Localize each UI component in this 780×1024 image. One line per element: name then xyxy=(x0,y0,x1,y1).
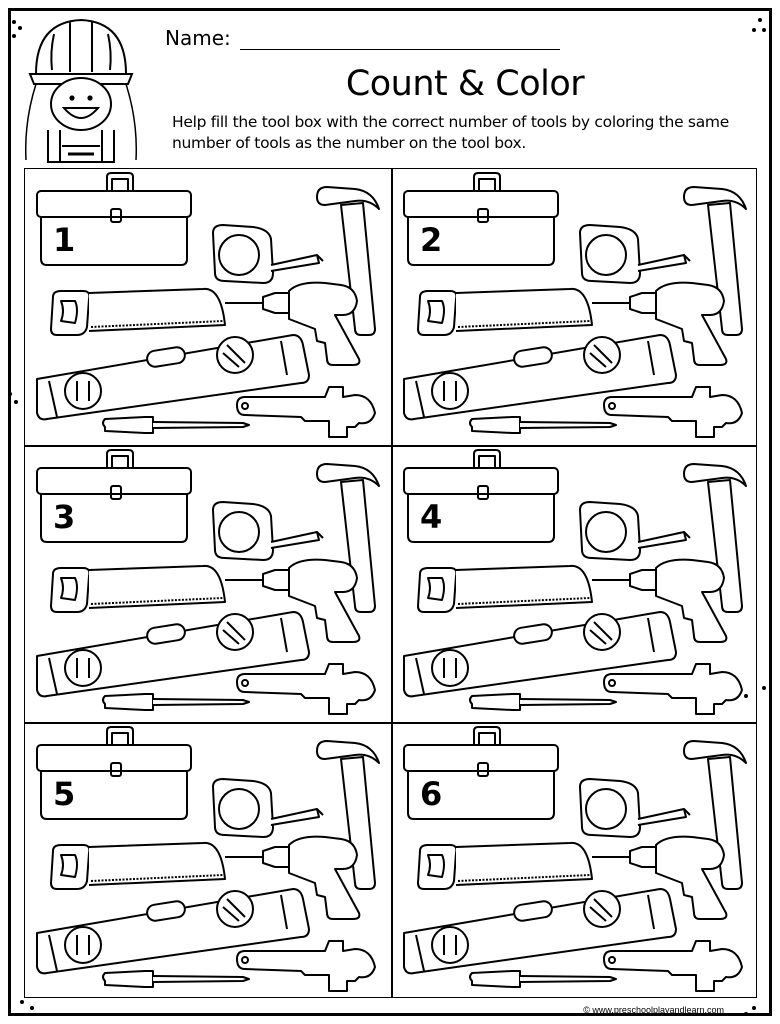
screwdriver-icon[interactable] xyxy=(469,416,617,434)
grid-divider xyxy=(391,169,393,997)
pipe-wrench-icon[interactable] xyxy=(236,940,376,992)
pipe-wrench-icon[interactable] xyxy=(236,663,376,715)
pipe-wrench-icon[interactable] xyxy=(603,940,743,992)
spirit-level-icon[interactable] xyxy=(36,888,310,975)
spirit-level-icon[interactable] xyxy=(36,611,310,698)
instructions: Help fill the tool box with the correct … xyxy=(172,113,729,152)
decor-dot xyxy=(762,28,766,32)
decor-dot xyxy=(14,400,18,404)
worksheet-grid: 1 2 3 4 5 6 xyxy=(24,168,757,998)
name-label: Name: xyxy=(165,26,231,50)
toolbox-icon xyxy=(36,726,192,820)
decor-dot xyxy=(12,34,16,38)
toolbox-number: 4 xyxy=(420,498,443,536)
decor-dot xyxy=(758,18,762,22)
hammer-icon[interactable] xyxy=(683,740,747,890)
tape-measure-icon[interactable] xyxy=(212,224,324,284)
spirit-level-icon[interactable] xyxy=(403,611,677,698)
screwdriver-icon[interactable] xyxy=(469,970,617,988)
pipe-wrench-icon[interactable] xyxy=(603,386,743,438)
copyright-footer: © www.preschoolplayandlearn.com xyxy=(583,1005,724,1015)
decor-dot xyxy=(744,1012,748,1016)
drill-icon[interactable] xyxy=(225,558,361,643)
count-cell-1: 1 xyxy=(25,169,391,445)
name-field[interactable] xyxy=(240,49,560,50)
hacksaw-icon[interactable] xyxy=(417,287,593,336)
hammer-icon[interactable] xyxy=(683,463,747,613)
screwdriver-icon[interactable] xyxy=(469,693,617,711)
decor-dot xyxy=(762,686,766,690)
tape-measure-icon[interactable] xyxy=(212,778,324,838)
grid-divider xyxy=(25,722,756,724)
decor-dot xyxy=(744,694,748,698)
tape-measure-icon[interactable] xyxy=(579,778,691,838)
drill-icon[interactable] xyxy=(592,558,728,643)
tape-measure-icon[interactable] xyxy=(579,224,691,284)
screwdriver-icon[interactable] xyxy=(102,416,250,434)
spirit-level-icon[interactable] xyxy=(403,334,677,421)
toolbox-icon xyxy=(36,449,192,543)
toolbox-icon xyxy=(36,172,192,266)
tape-measure-icon[interactable] xyxy=(579,501,691,561)
count-cell-4: 4 xyxy=(392,446,758,722)
hacksaw-icon[interactable] xyxy=(50,564,226,613)
pipe-wrench-icon[interactable] xyxy=(236,386,376,438)
count-cell-3: 3 xyxy=(25,446,391,722)
toolbox-number: 2 xyxy=(420,221,443,259)
decor-dot xyxy=(18,26,22,30)
decor-dot xyxy=(752,1006,756,1010)
toolbox-icon xyxy=(403,449,559,543)
count-cell-2: 2 xyxy=(392,169,758,445)
decor-dot xyxy=(12,20,16,24)
spirit-level-icon[interactable] xyxy=(36,334,310,421)
count-cell-5: 5 xyxy=(25,723,391,999)
hammer-icon[interactable] xyxy=(683,186,747,336)
screwdriver-icon[interactable] xyxy=(102,693,250,711)
hacksaw-icon[interactable] xyxy=(50,287,226,336)
toolbox-icon xyxy=(403,726,559,820)
count-cell-6: 6 xyxy=(392,723,758,999)
screwdriver-icon[interactable] xyxy=(102,970,250,988)
toolbox-number: 3 xyxy=(53,498,76,536)
hacksaw-icon[interactable] xyxy=(50,841,226,890)
decor-dot xyxy=(752,28,756,32)
tape-measure-icon[interactable] xyxy=(212,501,324,561)
drill-icon[interactable] xyxy=(225,835,361,920)
hammer-icon[interactable] xyxy=(316,463,380,613)
drill-icon[interactable] xyxy=(592,835,728,920)
drill-icon[interactable] xyxy=(592,281,728,366)
decor-dot xyxy=(30,1006,34,1010)
toolbox-number: 5 xyxy=(53,775,76,813)
pipe-wrench-icon[interactable] xyxy=(603,663,743,715)
page-border xyxy=(8,8,772,1016)
hacksaw-icon[interactable] xyxy=(417,564,593,613)
decor-dot xyxy=(20,1000,24,1004)
hacksaw-icon[interactable] xyxy=(417,841,593,890)
spirit-level-icon[interactable] xyxy=(403,888,677,975)
toolbox-number: 1 xyxy=(53,221,76,259)
hammer-icon[interactable] xyxy=(316,186,380,336)
grid-divider xyxy=(25,445,756,447)
hammer-icon[interactable] xyxy=(316,740,380,890)
construction-girl-illustration xyxy=(24,18,138,163)
decor-dot xyxy=(8,392,12,396)
page-title: Count & Color xyxy=(345,64,585,104)
toolbox-icon xyxy=(403,172,559,266)
toolbox-number: 6 xyxy=(420,775,443,813)
drill-icon[interactable] xyxy=(225,281,361,366)
